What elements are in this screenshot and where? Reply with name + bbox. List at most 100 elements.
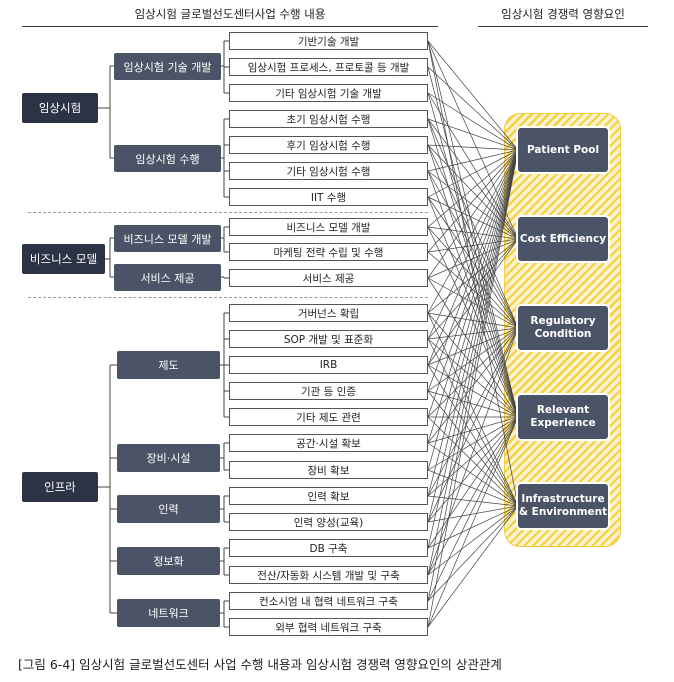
connector-item7-factor1 [427, 226, 519, 240]
connector-item10-factor3 [427, 312, 519, 418]
connector-item3-factor2 [427, 118, 519, 329]
connector-item12-factor0 [427, 149, 519, 366]
connector-item16-factor4 [427, 469, 519, 507]
connector-item18-factor0 [427, 149, 519, 523]
connector-item1-factor3 [427, 66, 519, 418]
connector-item17-factor3 [427, 416, 519, 497]
connector-item20-factor4 [427, 505, 519, 576]
connector-item15-factor2 [427, 327, 519, 444]
item-process-protocol: 임상시험 프로세스, 프로토콜 등 개발 [229, 58, 428, 76]
connector-item4-factor0 [427, 144, 519, 151]
category-regulation: 제도 [117, 351, 220, 379]
connector-item12-factor3 [427, 364, 519, 418]
connector-item6-factor2 [427, 196, 519, 329]
connector-item17-factor4 [427, 495, 519, 507]
item-db: DB 구축 [229, 539, 428, 557]
connector-item18-factor2 [427, 327, 519, 523]
connector-item2-factor0 [427, 92, 519, 151]
category-tech-dev: 임상시험 기술 개발 [114, 53, 221, 80]
connector-item0-factor1 [427, 40, 519, 240]
connector-item4-factor1 [427, 144, 519, 240]
connector-item10-factor0 [427, 149, 519, 314]
item-bm-dev: 비즈니스 모델 개발 [229, 218, 428, 236]
factor-infrastructure-environment: Infrastructure & Environment [518, 484, 608, 528]
connector-item11-factor0 [427, 149, 519, 340]
group-infrastructure: 인프라 [22, 472, 98, 502]
connector-item10-factor2 [427, 312, 519, 329]
item-sop: SOP 개발 및 표준화 [229, 330, 428, 348]
connector-item13-factor4 [427, 390, 519, 507]
item-internal-network: 컨소시엄 내 협력 네트워크 구축 [229, 592, 428, 610]
connector-item12-factor2 [427, 327, 519, 366]
connector-item20-factor0 [427, 149, 519, 576]
connector-item18-factor3 [427, 416, 519, 523]
connector-item15-factor4 [427, 442, 519, 507]
category-trial-exec: 임상시험 수행 [114, 145, 221, 172]
connector-item22-factor3 [427, 416, 519, 628]
connector-item10-factor1 [427, 238, 519, 314]
connector-item9-factor1 [427, 238, 519, 279]
connector-item5-factor0 [427, 149, 519, 172]
item-governance: 거버넌스 확립 [229, 304, 428, 322]
connector-item7-factor2 [427, 226, 519, 329]
connector-item12-factor1 [427, 238, 519, 366]
connector-item14-factor4 [427, 416, 519, 507]
item-early-trial: 초기 임상시험 수행 [229, 110, 428, 128]
connector-item22-factor4 [427, 505, 519, 628]
factor-relevant-experience: Relevant Experience [518, 395, 608, 439]
item-iit: IIT 수행 [229, 188, 428, 206]
connector-item13-factor0 [427, 149, 519, 392]
connector-item4-factor3 [427, 144, 519, 418]
figure-caption: [그림 6-4] 임상시험 글로벌선도센터 사업 수행 내용과 임상시험 경쟁력… [18, 657, 502, 672]
connector-item14-factor0 [427, 149, 519, 418]
group-business-model: 비즈니스 모델 [22, 244, 105, 274]
connector-item6-factor0 [427, 149, 519, 198]
connector-item11-factor3 [427, 338, 519, 418]
item-marketing: 마케팅 전략 수립 및 수행 [229, 243, 428, 261]
separator-2 [28, 297, 428, 298]
connector-item11-factor2 [427, 327, 519, 340]
connector-item7-factor0 [427, 149, 519, 228]
connector-item13-factor2 [427, 327, 519, 392]
left-header: 임상시험 글로벌선도센터사업 수행 내용 [134, 7, 326, 21]
item-service: 서비스 제공 [229, 269, 428, 287]
item-staffing: 인력 확보 [229, 487, 428, 505]
category-service: 서비스 제공 [114, 264, 221, 291]
connector-item21-factor3 [427, 416, 519, 602]
item-other-trial: 기타 임상시험 수행 [229, 162, 428, 180]
connector-item4-factor2 [427, 144, 519, 329]
connector-item3-factor0 [427, 118, 519, 151]
right-header-underline [478, 26, 648, 27]
connector-item10-factor4 [427, 312, 519, 507]
connector-item19-factor3 [427, 416, 519, 549]
category-equipment: 장비·시설 [117, 444, 220, 472]
connector-item19-factor0 [427, 149, 519, 549]
category-informatization: 정보화 [117, 547, 220, 575]
factor-regulatory-condition: Regulatory Condition [518, 306, 608, 350]
left-header-underline [22, 26, 438, 27]
item-equipment: 장비 확보 [229, 461, 428, 479]
connector-item6-factor3 [427, 196, 519, 418]
item-irb: IRB [229, 356, 428, 374]
item-late-trial: 후기 임상시험 수행 [229, 136, 428, 154]
category-personnel: 인력 [117, 495, 220, 523]
item-base-tech: 기반기술 개발 [229, 32, 428, 50]
connector-item5-factor2 [427, 170, 519, 329]
factor-patient-pool: Patient Pool [518, 128, 608, 172]
connector-item2-factor1 [427, 92, 519, 240]
connector-item0-factor4 [427, 40, 519, 507]
connector-item9-factor0 [427, 149, 519, 279]
connector-item20-factor3 [427, 416, 519, 576]
separator-1 [28, 212, 428, 213]
group-clinical-trial: 임상시험 [22, 93, 98, 123]
category-network: 네트워크 [117, 599, 220, 627]
connector-item14-factor2 [427, 327, 519, 418]
connector-item1-factor0 [427, 66, 519, 151]
connector-item18-factor4 [427, 505, 519, 523]
item-other-regulation: 기타 제도 관련 [229, 408, 428, 426]
connector-item19-factor4 [427, 505, 519, 549]
right-header: 임상시험 경쟁력 영향요인 [501, 7, 625, 21]
connector-item8-factor0 [427, 149, 519, 253]
connector-item21-factor0 [427, 149, 519, 602]
